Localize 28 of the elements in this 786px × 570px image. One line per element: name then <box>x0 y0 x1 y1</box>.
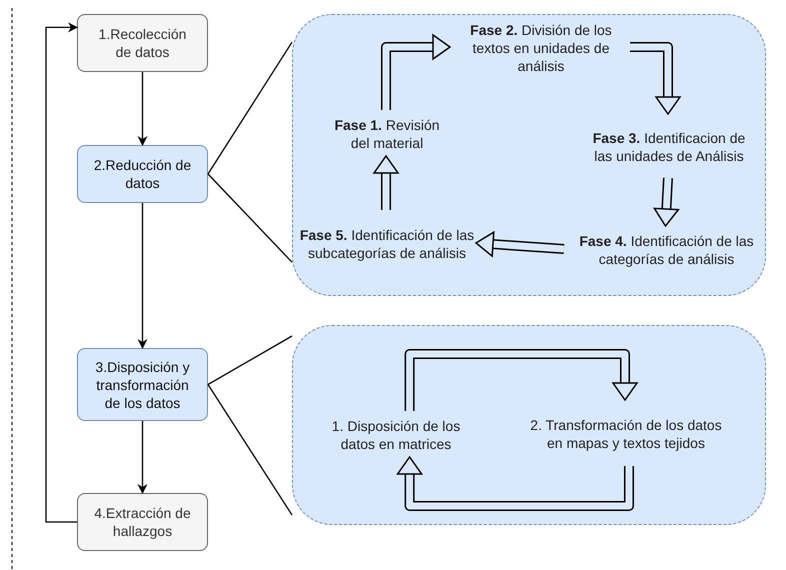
block-arrow <box>404 349 638 411</box>
arrow <box>45 22 78 523</box>
process-box: 2.Reducción de datos <box>77 145 208 203</box>
connector-line <box>207 42 293 174</box>
phase-text: 2. Transformación de los datos en mapas y textos tejidos <box>526 403 726 465</box>
phase-text: Fase 2. División de los textos en unidades de análisis <box>453 17 629 79</box>
phase-text: Fase 4. Identificación de las categorías de análisis <box>567 229 766 271</box>
dashed-panel <box>292 325 766 525</box>
block-arrow <box>653 178 680 228</box>
phase-text: Fase 1. Revisión del material <box>327 113 447 155</box>
arrow <box>138 72 148 146</box>
process-box: 1.Recolección de datos <box>77 14 208 72</box>
block-arrow <box>396 456 634 511</box>
block-arrow <box>474 230 564 258</box>
block-arrow <box>630 42 682 116</box>
process-box: 4.Extracción de hallazgos <box>77 493 208 551</box>
dashed-panel <box>292 14 766 296</box>
phase-text: 1. Disposición de los datos en matrices <box>323 414 469 456</box>
arrow <box>138 421 148 494</box>
block-arrow <box>372 154 400 210</box>
arrow <box>138 203 148 349</box>
connector-line <box>208 174 292 263</box>
phase-text: Fase 3. Identificacion de las unidades de Análisis <box>586 117 752 177</box>
connector-line <box>207 384 293 516</box>
phase-text: Fase 5. Identificación de las subcategorías de análisis <box>299 213 475 275</box>
connector-line <box>208 335 292 386</box>
block-arrow <box>381 34 452 110</box>
process-box: 3.Disposición y transformación de los datos <box>77 348 208 421</box>
